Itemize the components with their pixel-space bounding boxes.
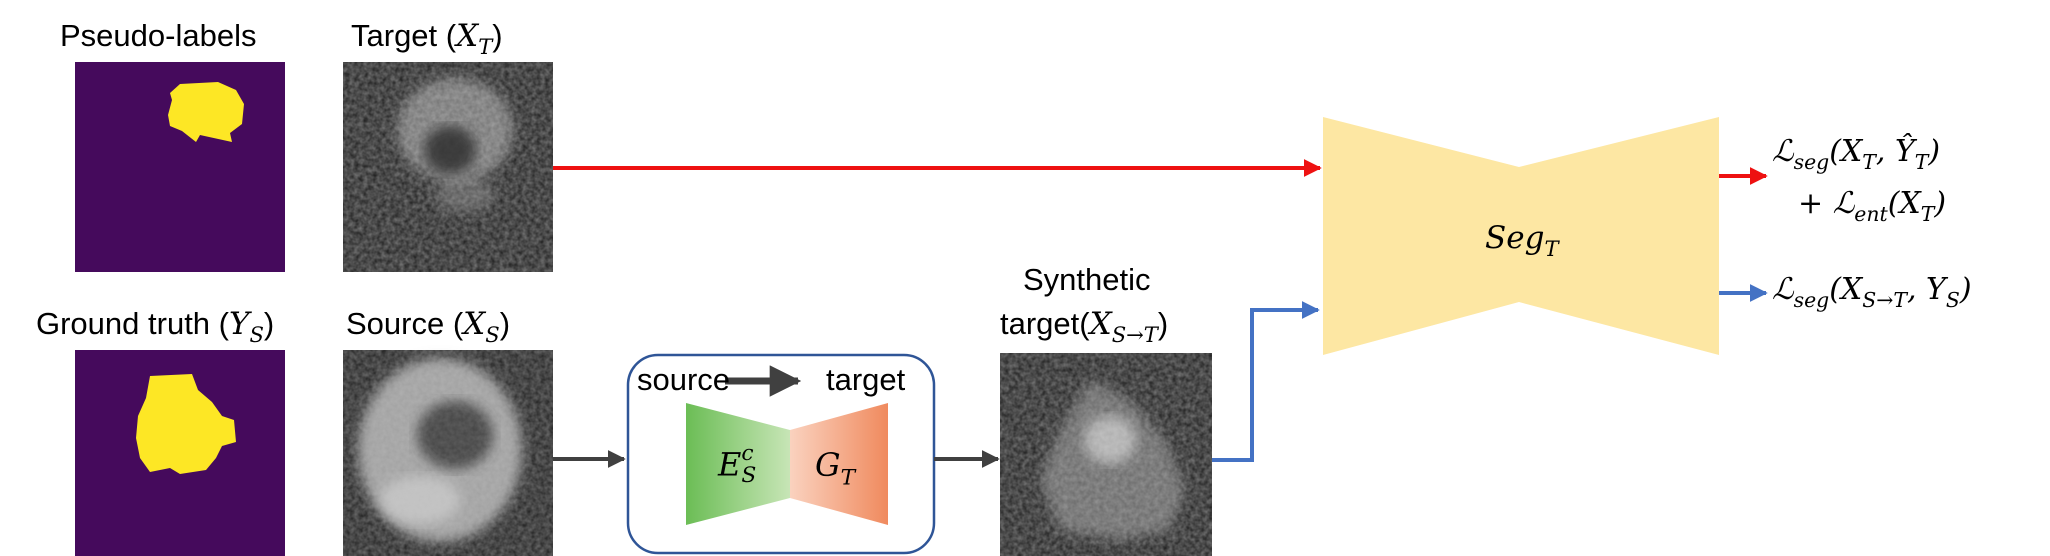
src-loss-x-sub: S→T [1862, 287, 1907, 312]
generator-sub: T [840, 465, 856, 491]
loss-L: ℒ [1772, 134, 1794, 169]
loss-x: X [1840, 134, 1863, 169]
loss-close: ) [1928, 134, 1941, 169]
pseudo-labels-title: Pseudo-labels [60, 18, 257, 53]
generator-label: GT [815, 446, 855, 490]
target-loss-line2: + ℒent(XT) [1798, 186, 1946, 226]
synthetic-var: X [1089, 306, 1112, 342]
src-loss-seg-sub: seg [1793, 287, 1830, 312]
translator-target-label: target [826, 362, 906, 397]
synthetic-title-line1: Synthetic [1023, 262, 1151, 297]
synthetic-close: ) [1157, 306, 1169, 341]
source-image [343, 350, 553, 556]
src-loss-y-sub: S [1945, 287, 1960, 312]
loss-ent-x: X [1899, 186, 1921, 221]
segmenter-block [1323, 117, 1719, 355]
src-loss-x: X [1840, 272, 1863, 307]
loss-open: ( [1829, 134, 1841, 169]
gt-close: ) [263, 306, 275, 341]
synthetic-text: target( [1000, 306, 1090, 341]
target-title-text: Target ( [351, 18, 457, 53]
pseudo-label-mask [75, 62, 285, 272]
loss-ent-close: ) [1934, 186, 1947, 221]
gt-var: Y [228, 306, 250, 342]
source-title-text: Source ( [346, 306, 464, 341]
translator-box [626, 353, 936, 555]
translator-source-label: source [637, 362, 731, 397]
encoder-var: E [718, 445, 742, 484]
generator-var: G [815, 446, 841, 484]
segmenter-label: SegT [1485, 220, 1559, 261]
src-loss-y: Y [1926, 272, 1946, 307]
gt-sub: S [249, 322, 264, 347]
segmenter-var: Seg [1485, 220, 1545, 256]
encoder-sup: c [741, 441, 754, 466]
loss-seg-sub: seg [1793, 149, 1830, 174]
target-image [343, 62, 553, 272]
source-var: X [463, 306, 486, 342]
loss-ent-sub: ent [1854, 201, 1888, 226]
loss-ent-open: ( [1887, 186, 1900, 221]
loss-comma: , [1875, 134, 1895, 169]
source-title: Source (XS) [346, 306, 510, 347]
target-close: ) [492, 18, 503, 53]
src-loss-close: ) [1959, 272, 1972, 307]
target-loss-line1: ℒseg(XT, ŶT) [1772, 134, 1940, 174]
source-close: ) [499, 306, 511, 341]
loss-yhat-sub: T [1914, 149, 1929, 174]
synthetic-to-segmenter-arrow [1212, 301, 1320, 462]
loss-yhat: Ŷ [1894, 134, 1915, 169]
target-var: X [456, 18, 479, 54]
synthetic-target-image [1000, 353, 1212, 556]
loss-ent-L: ℒ [1832, 186, 1855, 221]
encoder-block [686, 403, 790, 525]
ground-truth-title: Ground truth (YS) [36, 306, 274, 347]
synthetic-sub: S→T [1111, 322, 1158, 347]
src-loss-open: ( [1829, 272, 1841, 307]
loss-plus: + [1798, 186, 1833, 221]
src-loss-L: ℒ [1772, 272, 1794, 307]
target-sub: T [478, 34, 493, 59]
ground-truth-mask [75, 350, 285, 556]
ground-truth-text: Ground truth ( [36, 306, 229, 341]
source-sub: S [485, 322, 500, 347]
segmenter-sub: T [1544, 236, 1559, 261]
synthetic-title-line2: target(XS→T) [1000, 306, 1168, 347]
loss-ent-x-sub: T [1920, 201, 1935, 226]
loss-x-sub: T [1862, 149, 1876, 174]
target-title: Target (XT) [351, 18, 503, 59]
source-loss: ℒseg(XS→T, YS) [1772, 272, 1972, 312]
encoder-sub: S [741, 462, 757, 488]
generator-block [790, 403, 888, 525]
src-loss-comma: , [1906, 272, 1927, 307]
